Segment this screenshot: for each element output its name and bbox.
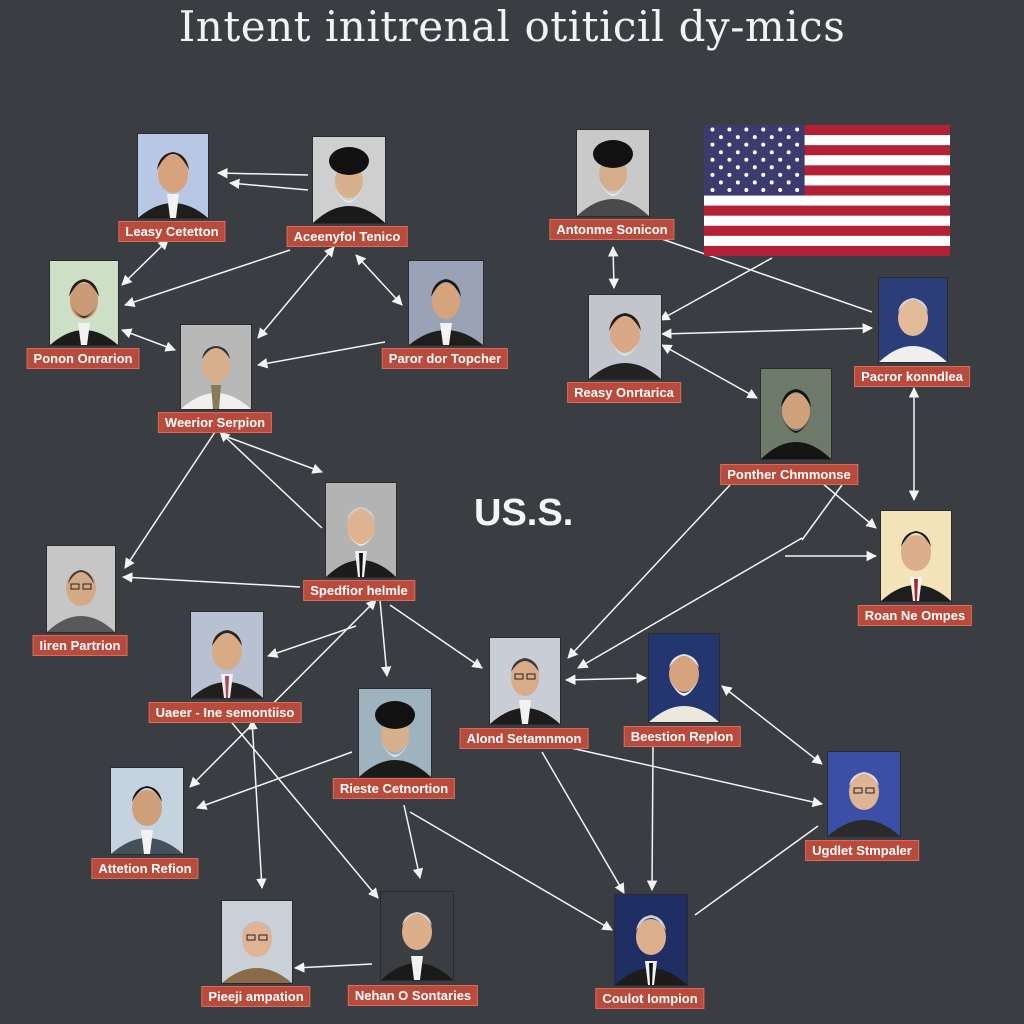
node-label: Leasy Cetetton [118,221,226,242]
portrait [110,767,184,855]
node-label: Beestion Replon [623,726,741,747]
arrow [121,328,176,352]
node-label: Pieeji ampation [201,986,311,1007]
node-label: Roan Ne Ompes [857,605,973,626]
arrow [227,717,379,899]
portrait [380,891,454,981]
portrait [408,260,484,346]
arrow [389,604,483,669]
node-label: Uaeer - Ine semontiiso [148,702,302,723]
arrow [694,825,819,916]
portrait [358,688,432,778]
node-label: Nehan O Sontaries [347,985,479,1006]
center-label: US.S. [474,492,574,534]
arrow [219,431,323,529]
portrait [614,894,688,986]
portrait [489,637,561,725]
node-label: Coulot Iompion [595,988,705,1009]
portrait [827,751,901,837]
arrow [577,537,803,669]
arrow [655,236,873,313]
arrow [801,484,843,541]
node-label: Attetion Refion [91,858,199,879]
node-label: Alond Setamnmon [459,728,589,749]
arrow [403,804,424,880]
arrow [661,344,758,399]
node-label: Antonme Sonicon [549,219,675,240]
arrow [541,751,625,894]
portrait [878,277,948,363]
arrow [379,599,392,678]
node-label: Ugdlet Stmpaler [805,840,919,861]
arrow [189,599,377,788]
arrow [293,962,373,973]
arrow [721,685,823,765]
node-label: Paror dor Topcher [381,348,509,369]
arrow [660,323,874,339]
arrow [567,484,731,659]
arrow [561,745,824,808]
arrow [659,257,773,321]
node-label: Pacror konndlea [854,366,970,387]
arrow [646,746,658,892]
portrait [180,324,252,410]
portrait [760,368,832,460]
portrait [648,633,720,723]
arrow [409,811,613,931]
portrait [190,611,264,699]
node-label: Iiren Partrion [32,635,128,656]
us-flag-icon [704,125,950,256]
arrow [228,178,309,191]
node-label: Reasy Onrtarica [567,382,681,403]
arrow [267,625,357,658]
portrait [49,260,119,346]
arrow [607,245,620,290]
node-label: Spedfior helmle [303,580,415,601]
arrow [355,254,403,306]
arrow [121,239,169,286]
portrait [576,129,650,217]
portrait [325,482,397,578]
node-label: Ponon Onrarion [26,348,140,369]
diagram-title: Intent initrenal otiticil dy-mics [178,2,846,51]
portrait [880,510,952,602]
portrait [137,133,209,219]
arrow [124,431,216,569]
arrow [257,246,335,339]
node-label: Ponther Chmmonse [720,464,858,485]
arrow [247,718,267,890]
arrow [216,167,309,179]
arrow [821,482,877,529]
node-label: Aceenyfol Tenico [286,226,408,247]
arrow [196,751,353,810]
arrow [121,572,301,588]
node-label: Rieste Cetnortion [332,778,456,799]
portrait [312,136,386,224]
portrait [221,900,293,984]
arrow [256,341,386,369]
arrow [221,434,323,474]
portrait [588,294,662,380]
portrait [46,545,116,633]
node-label: Weerior Serpion [157,412,273,433]
arrow [564,672,648,686]
